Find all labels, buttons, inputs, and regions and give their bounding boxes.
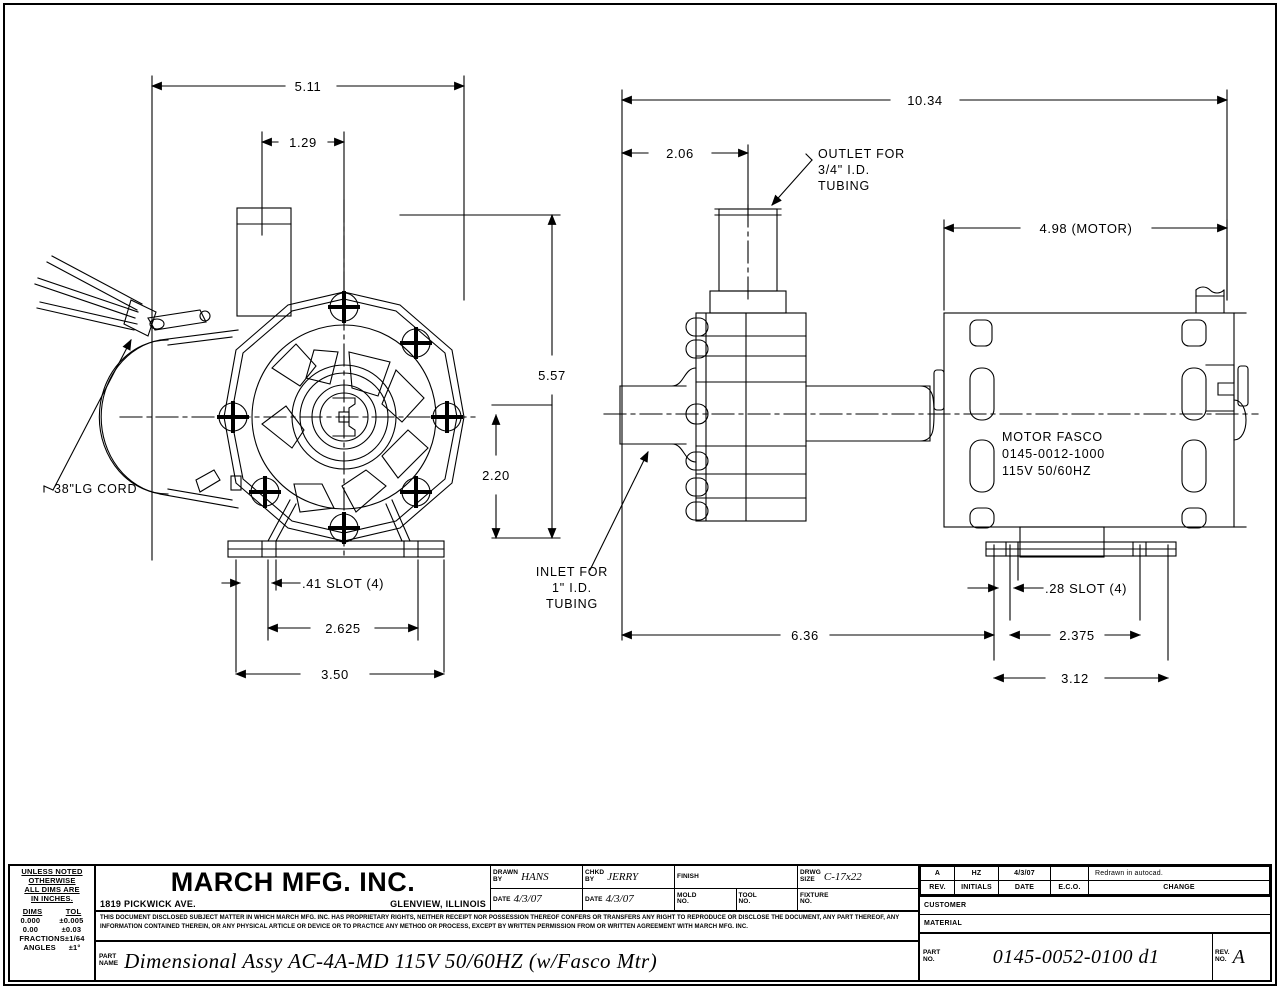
finish-mold-tool-cell: FINISH MOLD NO. TOOL NO. (675, 866, 798, 910)
tolerance-tol-0: ±0.005 (59, 916, 84, 926)
dwg-size-label: DRWG SIZE (800, 869, 821, 883)
tolerance-heading-3: ALL DIMS ARE (24, 884, 80, 894)
dwg-size-value: C-17x22 (823, 870, 862, 883)
drawn-date-label: DATE (493, 895, 511, 903)
material-row: MATERIAL (920, 915, 1270, 933)
tolerance-col-tol: TOL (65, 907, 82, 917)
finish-label: FINISH (677, 873, 699, 881)
drawn-date-value: 4/3/07 (513, 893, 542, 906)
company-name: MARCH MFG. INC. (170, 867, 416, 897)
revision-header-eco: E.C.O. (1050, 880, 1089, 895)
company-cell: MARCH MFG. INC. 1819 PICKWICK AVE. GLENV… (96, 866, 491, 910)
company-city: GLENVIEW, ILLINOIS (390, 899, 486, 909)
tolerance-dim-0: 0.000 (20, 916, 41, 926)
material-label: MATERIAL (924, 920, 963, 927)
tolerance-fractions: FRACTIONS±1/64 (19, 933, 85, 943)
title-block-right: A HZ 4/3/07 Redrawn in autocad. REV. INI… (918, 866, 1270, 980)
tolerance-dim-1: 0.00 (22, 925, 39, 935)
tolerance-heading-2: OTHERWISE (28, 875, 76, 885)
tolerance-angles-label: ANGLES (23, 942, 56, 952)
checked-date-value: 4/3/07 (605, 893, 634, 906)
drawn-by-label: DRAWN BY (493, 869, 519, 883)
part-name-value: Dimensional Assy AC-4A-MD 115V 50/60HZ (… (124, 948, 658, 973)
revision-header-change: CHANGE (1088, 880, 1270, 895)
revision-entry-change: Redrawn in autocad. (1088, 866, 1270, 881)
fixture-no-label: FIXTURE NO. (800, 891, 829, 906)
tool-no-label: TOOL NO. (738, 891, 757, 906)
checked-by-cell: CHKD BY JERRY DATE 4/3/07 (583, 866, 675, 910)
drawn-by-cell: DRAWN BY HANS DATE 4/3/07 (491, 866, 583, 910)
tolerance-block: UNLESS NOTED OTHERWISE ALL DIMS ARE IN I… (10, 866, 96, 980)
customer-label: CUSTOMER (924, 902, 967, 909)
revision-header-rev: REV. (920, 880, 955, 895)
rev-label: REV. NO. (1215, 949, 1230, 963)
revision-table: A HZ 4/3/07 Redrawn in autocad. REV. INI… (920, 866, 1270, 897)
sheet-border (3, 3, 1277, 986)
title-block: UNLESS NOTED OTHERWISE ALL DIMS ARE IN I… (8, 864, 1272, 982)
part-number-row: PART NO. 0145-0052-0100 d1 REV. NO. A (920, 933, 1270, 980)
company-street: 1819 PICKWICK AVE. (100, 899, 196, 909)
revision-entry-rev: A (920, 866, 955, 881)
rev-value: A (1232, 945, 1245, 968)
revision-entry-date: 4/3/07 (998, 866, 1051, 881)
checked-by-label: CHKD BY (585, 869, 605, 883)
revision-entry-initials: HZ (954, 866, 999, 881)
tolerance-tol-1: ±0.03 (61, 925, 82, 935)
title-block-center: MARCH MFG. INC. 1819 PICKWICK AVE. GLENV… (96, 866, 918, 980)
tolerance-heading-1: UNLESS NOTED (21, 867, 83, 876)
mold-no-label: MOLD NO. (677, 891, 697, 906)
customer-row: CUSTOMER (920, 897, 1270, 915)
part-name-label: PART NAME (99, 953, 119, 967)
revision-header-initials: INITIALS (954, 880, 999, 895)
revision-cell: REV. NO. A (1212, 934, 1270, 980)
revision-header-date: DATE (998, 880, 1051, 895)
part-no-value: 0145-0052-0100 d1 (992, 945, 1160, 968)
revision-header-row: REV. INITIALS DATE E.C.O. CHANGE (920, 880, 1270, 895)
checked-by-value: JERRY (607, 870, 639, 883)
revision-entry-row: A HZ 4/3/07 Redrawn in autocad. (920, 866, 1270, 881)
legal-notice: THIS DOCUMENT DISCLOSED SUBJECT MATTER I… (96, 912, 918, 942)
drawn-by-value: HANS (521, 870, 549, 883)
part-no-label: PART NO. (923, 949, 941, 963)
dwg-size-fixture-cell: DRWG SIZE C-17x22 FIXTURE NO. (798, 866, 918, 910)
checked-date-label: DATE (585, 895, 603, 903)
tolerance-angles-value: ±1° (68, 942, 81, 952)
revision-entry-eco (1050, 866, 1089, 881)
tolerance-col-dims: DIMS (22, 907, 43, 917)
part-name-row: PART NAME Dimensional Assy AC-4A-MD 115V… (96, 942, 918, 980)
tolerance-heading-4: IN INCHES. (30, 893, 73, 903)
